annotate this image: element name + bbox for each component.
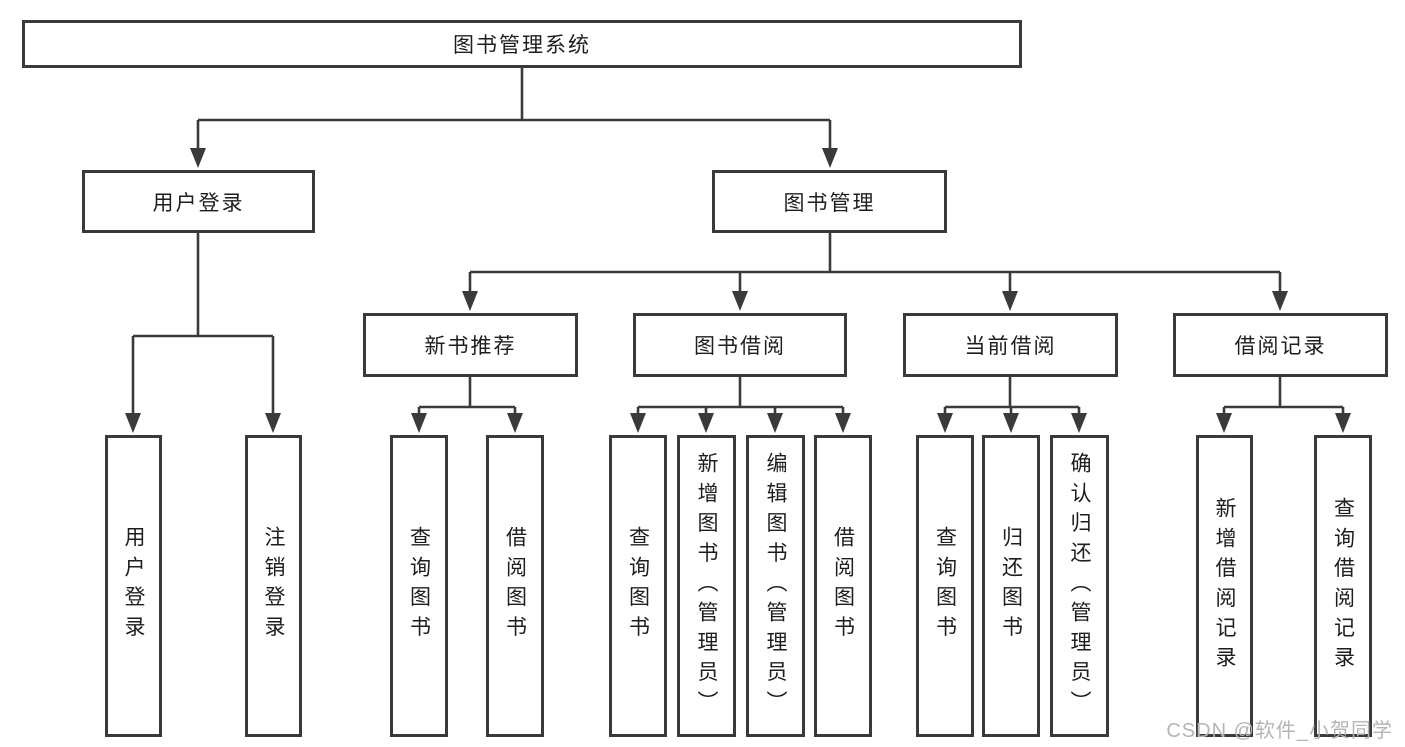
leaf-logout-login: 注销登录 xyxy=(245,435,302,737)
connector-new-book-recommend-children xyxy=(417,377,517,414)
connector-book-management-children xyxy=(468,233,1282,292)
arrowhead-book-management xyxy=(822,148,838,168)
arrowhead-cb-query xyxy=(937,413,953,433)
leaf-newrec-query-books: 查询图书 xyxy=(390,435,448,737)
node-user-login: 用户登录 xyxy=(82,170,315,233)
node-new-book-recommend: 新书推荐 xyxy=(363,313,578,377)
node-label: 图书管理系统 xyxy=(453,34,591,57)
connector-current-borrow-children xyxy=(943,377,1081,414)
csdn-watermark: CSDN @软件_小贺同学 xyxy=(1166,720,1393,742)
leaf-borrow-query-books: 查询图书 xyxy=(609,435,667,737)
node-label: 查询图书 xyxy=(933,526,957,646)
arrowhead-current-borrow xyxy=(1002,291,1018,311)
leaf-current-query-books: 查询图书 xyxy=(916,435,974,737)
leaf-borrow-add-books-admin: 新增图书（管理员） xyxy=(677,435,736,737)
arrowhead-bb-borrow xyxy=(835,413,851,433)
node-label: 新增借阅记录 xyxy=(1213,496,1236,676)
node-label: 当前借阅 xyxy=(964,335,1057,358)
node-borrow-records: 借阅记录 xyxy=(1173,313,1388,377)
arrowhead-book-borrow xyxy=(732,291,748,311)
connector-book-borrow-children xyxy=(636,377,845,414)
node-label: 新增图书（管理员） xyxy=(695,451,718,721)
arrowhead-bb-query xyxy=(630,413,646,433)
arrowhead-leaf-logout xyxy=(265,413,281,433)
leaf-borrow-borrow-books: 借阅图书 xyxy=(814,435,872,737)
leaf-current-confirm-return-admin: 确认归还（管理员） xyxy=(1050,435,1109,737)
node-label: 图书管理 xyxy=(783,191,876,215)
node-label: 借阅图书 xyxy=(503,526,527,646)
connector-borrow-records-children xyxy=(1222,377,1345,414)
node-label: 图书借阅 xyxy=(694,335,786,358)
node-label: 归还图书 xyxy=(999,526,1023,646)
leaf-newrec-borrow-books: 借阅图书 xyxy=(486,435,544,737)
arrowhead-new-book-recommend xyxy=(462,291,478,311)
arrowhead-br-query xyxy=(1335,413,1351,433)
leaf-records-query-record: 查询借阅记录 xyxy=(1314,435,1372,737)
leaf-user-login: 用户登录 xyxy=(105,435,162,737)
node-label: 注销登录 xyxy=(262,526,285,646)
node-label: 借阅图书 xyxy=(831,526,855,646)
node-label: 查询借阅记录 xyxy=(1331,496,1355,676)
arrowhead-bb-edit xyxy=(767,413,783,433)
leaf-borrow-edit-books-admin: 编辑图书（管理员） xyxy=(746,435,805,737)
node-label: 用户登录 xyxy=(152,191,245,215)
node-library-management-system: 图书管理系统 xyxy=(22,20,1022,68)
arrowhead-br-add xyxy=(1216,413,1232,433)
arrowhead-nb-query xyxy=(411,413,427,433)
node-label: 确认归还（管理员） xyxy=(1068,451,1091,721)
arrowhead-cb-confirm xyxy=(1071,413,1087,433)
node-label: 借阅记录 xyxy=(1234,335,1327,358)
node-book-management: 图书管理 xyxy=(712,170,947,233)
node-label: 查询图书 xyxy=(407,526,431,646)
node-label: 编辑图书（管理员） xyxy=(764,451,787,721)
node-label: 用户登录 xyxy=(122,526,145,646)
leaf-current-return-books: 归还图书 xyxy=(982,435,1040,737)
node-label: 查询图书 xyxy=(626,526,650,646)
node-book-borrow: 图书借阅 xyxy=(633,313,847,377)
arrowhead-leaf-user-login xyxy=(125,413,141,433)
connector-user-login-children xyxy=(131,233,275,414)
connector-root-to-level2 xyxy=(196,68,832,150)
node-current-borrow: 当前借阅 xyxy=(903,313,1118,377)
arrowhead-bb-add xyxy=(698,413,714,433)
leaf-records-add-record: 新增借阅记录 xyxy=(1196,435,1253,737)
arrowhead-cb-return xyxy=(1003,413,1019,433)
node-label: 新书推荐 xyxy=(424,335,517,358)
arrowhead-user-login xyxy=(190,148,206,168)
arrowhead-borrow-records xyxy=(1272,291,1288,311)
arrowhead-nb-borrow xyxy=(507,413,523,433)
